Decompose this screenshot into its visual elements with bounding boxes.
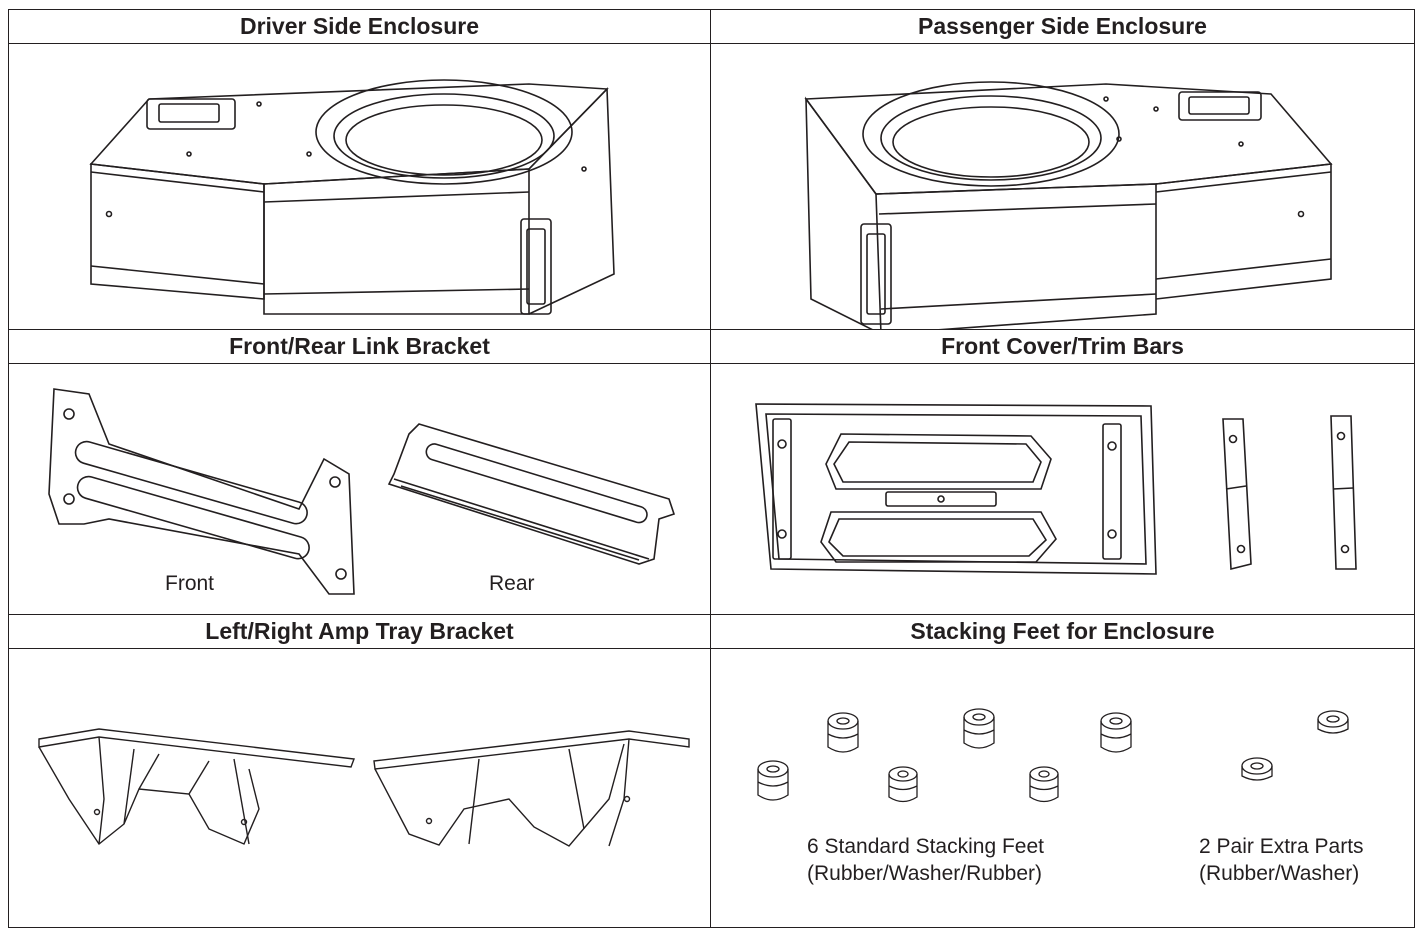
amp-tray-cell: [8, 648, 711, 928]
link-bracket-title: Front/Rear Link Bracket: [8, 329, 711, 364]
passenger-enclosure-drawing: [804, 81, 1333, 329]
extra-part-icon: [1241, 757, 1273, 781]
stacking-foot-icon: [757, 760, 789, 801]
stacking-foot-icon: [1100, 712, 1132, 753]
front-cover-drawing: [755, 403, 1357, 575]
passenger-enclosure-cell: [710, 43, 1415, 330]
driver-enclosure-cell: [8, 43, 711, 330]
amp-tray-drawing: [38, 728, 690, 847]
stacking-feet-drawing: [757, 708, 1349, 803]
stacking-foot-icon: [1029, 766, 1059, 803]
standard-feet-caption: 6 Standard Stacking Feet (Rubber/Washer/…: [807, 833, 1044, 887]
front-bracket-label: Front: [165, 572, 215, 595]
extra-part-icon: [1317, 710, 1349, 734]
driver-enclosure-drawing: [89, 79, 615, 315]
parts-sheet: Driver Side Enclosure Passenger Side Enc…: [8, 9, 1415, 928]
stacking-feet-cell: 6 Standard Stacking Feet (Rubber/Washer/…: [710, 648, 1415, 928]
stacking-foot-icon: [963, 708, 995, 749]
link-bracket-cell: Front Rear: [8, 363, 711, 615]
driver-enclosure-title: Driver Side Enclosure: [8, 9, 711, 44]
front-cover-title: Front Cover/Trim Bars: [710, 329, 1415, 364]
stacking-feet-title: Stacking Feet for Enclosure: [710, 614, 1415, 649]
stacking-foot-icon: [888, 766, 918, 803]
link-bracket-drawing: [48, 388, 676, 595]
parts-table: Driver Side Enclosure Passenger Side Enc…: [8, 9, 1415, 928]
rear-bracket-label: Rear: [489, 572, 535, 595]
extra-parts-caption: 2 Pair Extra Parts (Rubber/Washer): [1199, 833, 1364, 887]
front-cover-cell: [710, 363, 1415, 615]
standard-feet-line1: 6 Standard Stacking Feet: [807, 835, 1044, 858]
standard-feet-line2: (Rubber/Washer/Rubber): [807, 862, 1042, 885]
extra-parts-line2: (Rubber/Washer): [1199, 862, 1360, 885]
amp-tray-title: Left/Right Amp Tray Bracket: [8, 614, 711, 649]
passenger-enclosure-title: Passenger Side Enclosure: [710, 9, 1415, 44]
extra-parts-line1: 2 Pair Extra Parts: [1199, 835, 1364, 858]
stacking-foot-icon: [827, 712, 859, 753]
